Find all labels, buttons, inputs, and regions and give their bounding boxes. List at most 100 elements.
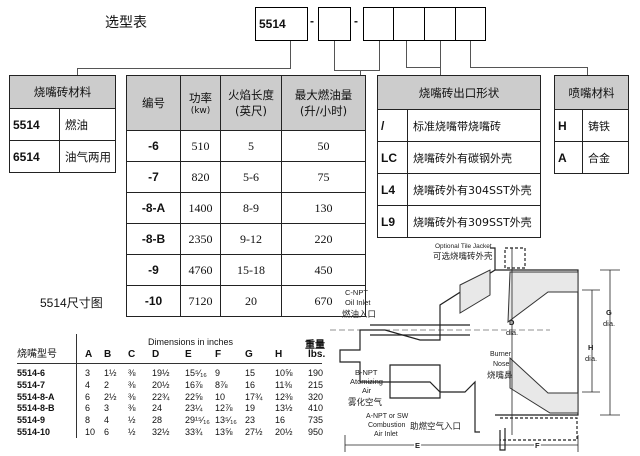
dimension-cell: 4: [85, 379, 91, 390]
model-code: -7: [126, 161, 181, 193]
dimension-cell: 20½: [275, 427, 293, 437]
outlet-desc: 烧嘴砖外有304SST外壳: [407, 173, 541, 206]
dimension-header: E: [185, 349, 192, 360]
dimension-cell: 13⅝: [215, 427, 233, 437]
dimension-cell: 23¼: [185, 403, 203, 414]
nose-cn: 烧嘴鼻: [487, 370, 513, 381]
dimension-cell: ⅜: [128, 368, 136, 378]
outlet-code: L9: [377, 205, 408, 238]
air-label: Air: [362, 386, 372, 395]
connector: [379, 41, 380, 71]
nose-label: Nose: [493, 361, 509, 368]
connector: [406, 67, 441, 68]
g-dia: dia.: [603, 319, 615, 328]
dimension-cell: 32½: [152, 427, 170, 437]
dimension-header: H: [275, 349, 283, 360]
dimension-cell: 4: [104, 415, 110, 426]
connector: [440, 41, 441, 91]
col-oil: 最大燃油量(升/小时): [281, 75, 366, 131]
model-code: -10: [126, 285, 181, 317]
connector: [470, 41, 471, 68]
dimension-cell: 6: [104, 427, 110, 437]
oil-inlet-label: Oil Inlet: [345, 298, 371, 307]
dimension-model: 5514-8-A: [17, 391, 55, 402]
model-cell: 9-12: [220, 223, 282, 255]
model-cell: 5: [220, 130, 282, 162]
col-model: 编号: [126, 75, 181, 131]
dimension-cell: 16⅞: [185, 379, 203, 390]
dimension-cell: 24: [152, 403, 163, 414]
dimension-cell: 735: [308, 415, 324, 426]
flame-unit: (英尺): [235, 104, 267, 118]
dimension-cell: 2½: [104, 391, 117, 402]
connector: [470, 67, 587, 68]
model-code: -6: [126, 130, 181, 162]
e-label: E: [415, 441, 420, 450]
dimension-cell: 22⅝: [185, 391, 203, 402]
dimension-cell: 3: [104, 403, 110, 414]
code-box-4: [455, 7, 486, 41]
dimension-cell: 28: [152, 415, 163, 426]
h-dia: dia.: [585, 354, 597, 363]
model-code: -8-B: [126, 223, 181, 255]
connector: [334, 70, 379, 71]
nozzle-desc: 合金: [582, 141, 629, 174]
code-box-2: [393, 7, 425, 41]
col-power: 功率(kw): [180, 75, 221, 131]
dimension-header: lbs.: [308, 349, 326, 360]
model-cell: 450: [281, 254, 366, 286]
material-code: 6514: [9, 140, 60, 173]
dimension-cell: 9: [215, 368, 221, 378]
dimension-cell: 10: [215, 391, 226, 402]
flame-label: 火焰长度: [228, 88, 274, 102]
dimension-cell: 12⅜: [275, 391, 293, 402]
dimension-cell: 320: [308, 391, 324, 402]
model-cell: 130: [281, 192, 366, 224]
outlet-desc: 标准烧嘴带烧嘴砖: [407, 109, 541, 142]
dimension-model: 5514-10: [17, 427, 51, 437]
connector: [290, 41, 291, 69]
model-cell: 5-6: [220, 161, 282, 193]
dimension-header: F: [215, 349, 222, 360]
model-cell: 220: [281, 223, 366, 255]
dimension-caption: Dimensions in inches: [148, 337, 234, 347]
nozzle-header: 喷嘴材料: [554, 75, 629, 110]
code-box-series: 5514: [255, 7, 308, 41]
oil-inlet-cn: 燃油入口: [342, 309, 376, 320]
material-desc: 油气两用: [59, 140, 116, 173]
connector: [406, 41, 407, 68]
dimension-cell: 215: [308, 379, 324, 390]
outlet-desc: 烧嘴砖外有碳钢外壳: [407, 141, 541, 174]
f-label: F: [535, 441, 540, 450]
dimension-cell: 6: [85, 391, 91, 402]
h-label: H: [588, 343, 593, 352]
dimension-cell: 2: [104, 379, 110, 390]
dimension-header: B: [104, 349, 112, 360]
tile-jacket-cn: 可选烧嘴砖外壳: [433, 251, 493, 262]
model-cell: 2350: [180, 223, 221, 255]
model-code: -9: [126, 254, 181, 286]
tile-jacket-label: Optional Tile Jacket: [435, 243, 492, 250]
g-label: G: [606, 308, 612, 317]
model-cell: 7120: [180, 285, 221, 317]
code-box-1: [363, 7, 394, 41]
dimension-cell: ½: [128, 415, 136, 426]
model-cell: 510: [180, 130, 221, 162]
dimension-cell: 8: [85, 415, 91, 426]
dimension-model: 5514-7: [17, 379, 46, 390]
dimension-cell: 6: [85, 403, 91, 414]
outlet-code: /: [377, 109, 408, 142]
dimension-cell: 190: [308, 368, 324, 378]
dimension-cell: 15⁵⁄₁₆: [185, 368, 207, 378]
